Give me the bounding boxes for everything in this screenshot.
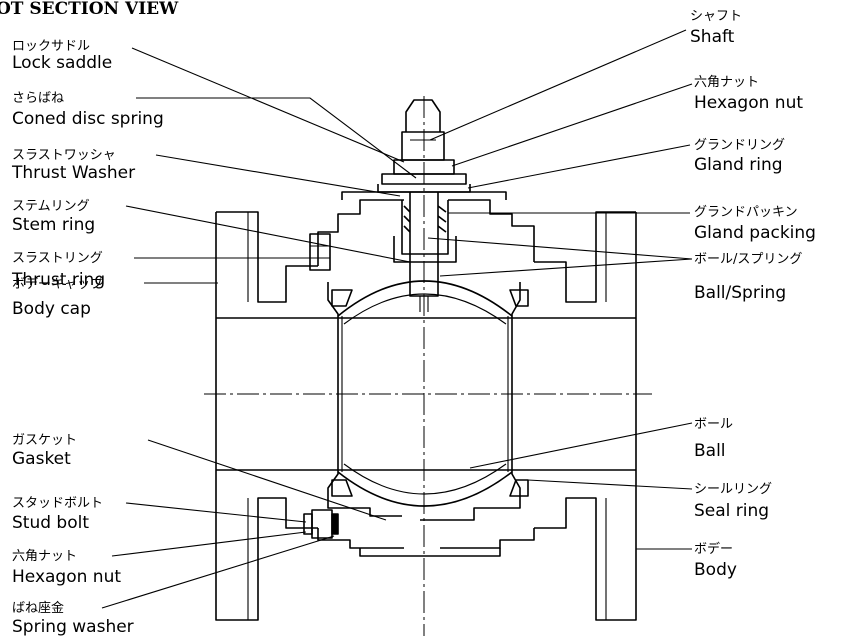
label-thrust-washer-en: Thrust Washer [11, 163, 135, 183]
body-top [317, 199, 535, 266]
diagram-title: OT SECTION VIEW [0, 0, 179, 19]
label-thrust-ring-ja: スラストリング [12, 251, 103, 266]
label-lock-saddle-en: Lock saddle [12, 53, 112, 73]
label-body-cap-ja: ボデーキャップ [12, 276, 103, 292]
label-ball-ja: ボール [694, 417, 733, 432]
label-stud-bolt-ja: スタッドボルト [12, 496, 103, 511]
seal-ring-top-right [509, 289, 529, 307]
label-coned-disc-spring-en: Coned disc spring [12, 109, 164, 129]
hexagon-nut-bottom [303, 513, 313, 535]
label-thrust-ring-en: Thrust ring [11, 270, 105, 290]
label-gland-ring-en: Gland ring [694, 155, 783, 175]
label-gland-packing-en: Gland packing [694, 223, 816, 243]
label-stem-ring-ja: ステムリング [12, 199, 90, 214]
left-flange [215, 211, 318, 621]
seal-ring-bottom-left [331, 479, 353, 497]
label-coned-disc-spring-ja: さらばね [12, 91, 64, 106]
gland-packing-hatch [403, 205, 447, 233]
labels-right: シャフト Shaft 六角ナット Hexagon nut グランドリング Gla… [690, 9, 816, 580]
label-hexagon-nut-top-ja: 六角ナット [694, 75, 759, 90]
label-lock-saddle-ja: ロックサドル [12, 39, 90, 54]
label-ball-spring-en: Ball/Spring [694, 283, 786, 303]
label-hexagon-nut-bottom-en: Hexagon nut [12, 567, 121, 587]
thrust-ring-bolt [309, 233, 331, 271]
label-spring-washer-ja: ばね座金 [12, 600, 64, 616]
seal-ring-top-left [331, 289, 353, 307]
label-gland-packing-ja: グランドパッキン [694, 205, 798, 220]
body-bottom [317, 528, 535, 549]
label-ball-spring-ja: ボール/スプリング [694, 252, 802, 267]
label-shaft-ja: シャフト [690, 9, 742, 24]
right-flange [534, 211, 637, 621]
label-gasket-en: Gasket [12, 449, 71, 469]
label-body-cap-en: Body cap [12, 299, 91, 319]
label-shaft-en: Shaft [690, 27, 735, 47]
label-thrust-washer-ja: スラストワッシャ [12, 148, 116, 163]
labels-left: ロックサドル Lock saddle さらばね Coned disc sprin… [11, 39, 164, 636]
label-gland-ring-ja: グランドリング [694, 138, 785, 153]
body-cap-contour [327, 282, 402, 517]
label-body-ja: ボデー [694, 541, 733, 557]
label-body-en: Body [694, 560, 737, 580]
seal-ring-bottom-right [509, 479, 529, 497]
label-ball-en: Ball [694, 441, 726, 461]
label-stud-bolt-en: Stud bolt [12, 513, 89, 533]
spring-washer [331, 513, 339, 535]
label-seal-ring-ja: シールリング [694, 482, 772, 497]
label-hexagon-nut-bottom-ja: 六角ナット [12, 549, 77, 564]
stud-bolt [311, 509, 333, 539]
label-stem-ring-en: Stem ring [12, 215, 95, 235]
leader-lines [101, 29, 693, 609]
label-gasket-ja: ガスケット [12, 433, 77, 448]
label-seal-ring-en: Seal ring [694, 501, 769, 521]
label-spring-washer-en: Spring washer [12, 617, 134, 636]
valve-drawing [204, 96, 652, 636]
shaft [405, 99, 441, 132]
ball-outline [337, 280, 513, 507]
label-hexagon-nut-top-en: Hexagon nut [694, 93, 803, 113]
